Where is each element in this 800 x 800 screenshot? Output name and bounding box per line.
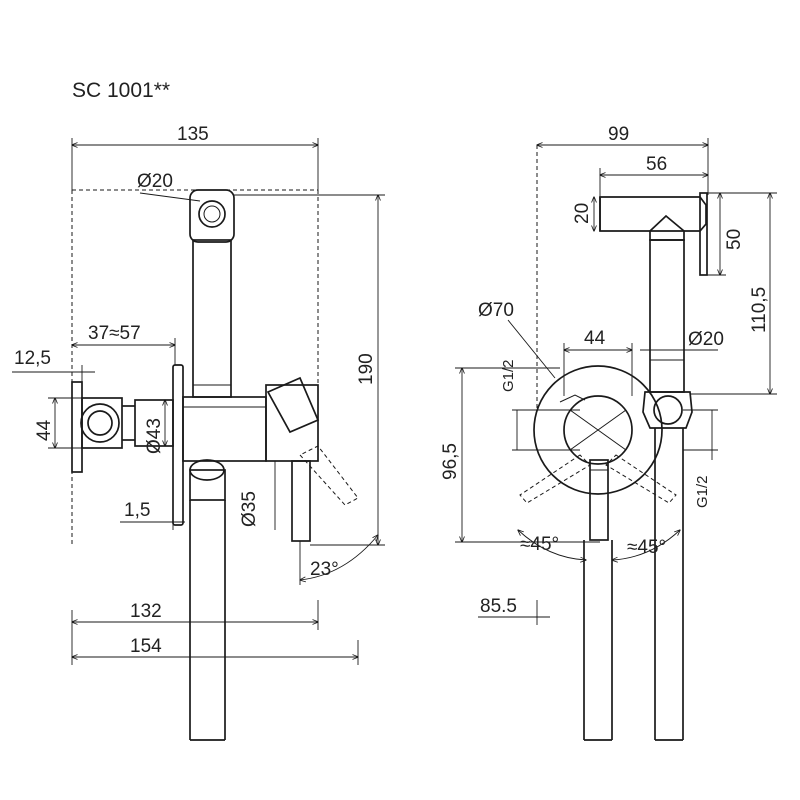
- dim-37-57: 37≈57: [72, 323, 175, 365]
- dim-85-5: 85.5: [478, 596, 550, 625]
- dim-44-front: 44: [564, 328, 632, 396]
- dim-1-5-label: 1,5: [124, 500, 150, 521]
- front-view: 99 56 20 50 110,5 Ø70: [440, 124, 777, 741]
- dim-50-label: 50: [724, 229, 745, 250]
- dim-dia-20-front-label: Ø20: [688, 329, 724, 350]
- dim-135-label: 135: [177, 124, 209, 145]
- dim-dia-20-front: Ø20: [640, 329, 724, 351]
- dim-thread-left-label: G1/2: [500, 359, 517, 392]
- dim-154: 154: [72, 636, 358, 665]
- side-view-envelope-lines: [71, 189, 319, 545]
- dim-135: 135: [72, 124, 318, 190]
- dim-44-front-label: 44: [584, 328, 606, 349]
- dim-20-front-label: 20: [572, 203, 593, 224]
- dim-dia-70-label: Ø70: [478, 300, 514, 321]
- dim-dia-35-label: Ø35: [239, 491, 260, 527]
- dim-dia-43-label: Ø43: [144, 418, 165, 454]
- dim-110-5: 110,5: [690, 193, 777, 394]
- dim-44-side-label: 44: [34, 419, 55, 441]
- dim-angle-right: ≈45°: [612, 530, 680, 560]
- dim-20-front: 20: [572, 197, 594, 231]
- rosette-plate: [172, 364, 184, 526]
- hoses-front: [583, 428, 684, 741]
- rosette-front: [533, 365, 663, 495]
- dim-1-5: 1,5: [120, 500, 185, 530]
- dim-dia-43: Ø43: [144, 400, 165, 454]
- hand-shower-front: [599, 192, 708, 393]
- dim-85-5-label: 85.5: [480, 596, 517, 617]
- dim-angle-left-label: ≈45°: [520, 534, 559, 555]
- dim-50: 50: [707, 193, 745, 275]
- dim-12-5-label: 12,5: [14, 348, 51, 369]
- drawing-title: SC 1001**: [72, 79, 170, 102]
- shower-holder: [642, 391, 693, 429]
- dim-angle-right-label: ≈45°: [627, 537, 666, 558]
- dim-thread-right: G1/2: [683, 409, 718, 508]
- dim-110-5-label: 110,5: [749, 287, 770, 333]
- side-view: 135 Ø20 37≈57 12,5 44 Ø43: [12, 124, 385, 741]
- dim-12-5: 12,5: [12, 348, 95, 382]
- lever-positions: [519, 454, 677, 541]
- dim-dia-20-side-label: Ø20: [137, 171, 173, 192]
- dim-dia-20-side: Ø20: [137, 171, 201, 202]
- dim-154-label: 154: [130, 636, 162, 657]
- dim-132: 132: [72, 600, 318, 665]
- wall-plate: [71, 381, 83, 473]
- dim-96-5-label: 96,5: [440, 443, 461, 480]
- dim-angle-23: 23°: [300, 535, 378, 585]
- dim-132-label: 132: [130, 601, 162, 622]
- dim-angle-left: ≈45°: [518, 530, 586, 560]
- dim-angle-23-label: 23°: [310, 559, 339, 580]
- dim-56-label: 56: [646, 154, 667, 175]
- lever-handle: [265, 376, 359, 542]
- hand-shower-side: [189, 189, 235, 398]
- dim-37-57-label: 37≈57: [88, 323, 141, 344]
- dim-44-side: 44: [34, 398, 82, 448]
- dim-99: 99: [537, 124, 708, 195]
- dim-99-label: 99: [608, 124, 629, 145]
- dim-56: 56: [600, 154, 708, 197]
- hose-side: [189, 459, 226, 741]
- dim-190-label: 190: [356, 353, 377, 385]
- dim-thread-right-label: G1/2: [694, 475, 711, 508]
- dim-dia-35: Ø35: [239, 461, 276, 530]
